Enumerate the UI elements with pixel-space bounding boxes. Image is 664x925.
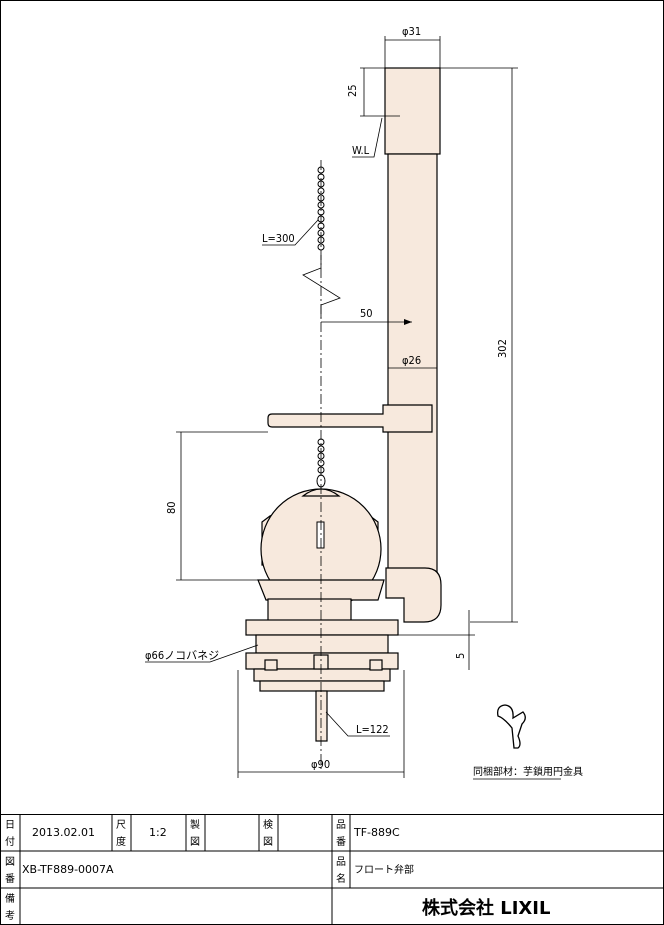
accessory-note: 同梱部材：芋鎖用円金具: [473, 765, 583, 778]
company-logo: 株式会社 LIXIL: [422, 897, 550, 919]
dim-chain-length: L=300: [262, 232, 295, 245]
dim-float-height: 80: [165, 501, 178, 514]
scale-value: 1:2: [149, 826, 167, 839]
chain-break: [302, 255, 341, 318]
drawing-no-label-2: 番: [5, 873, 15, 885]
title-block: [0, 814, 664, 925]
dim-pipe-top-diameter: φ31: [402, 25, 421, 38]
dim-top-height: 25: [346, 84, 359, 97]
scale-label: 尺: [116, 819, 126, 831]
clip-icon: [497, 704, 526, 749]
product-no-label-2: 番: [336, 836, 346, 848]
dim-gap: 5: [454, 653, 467, 659]
lever-arm: [267, 404, 433, 433]
drawing-no-label: 図: [5, 856, 15, 868]
chain-upper: [317, 166, 325, 251]
date-label: 日: [5, 820, 15, 831]
drawing-no-value: XB-TF889-0007A: [22, 863, 114, 876]
dim-pipe-diameter: φ26: [402, 354, 421, 367]
remarks-label: 備: [5, 892, 15, 905]
overflow-pipe: [384, 67, 442, 623]
product-no-value: TF-889C: [353, 826, 400, 839]
drawn-label: 製: [190, 818, 200, 831]
product-name-value: フロート弁部: [354, 863, 414, 876]
dim-offset: 50: [360, 307, 373, 320]
drawn-label-2: 図: [190, 836, 200, 848]
checked-label-2: 図: [263, 836, 273, 848]
scale-label-2: 度: [116, 835, 126, 848]
dim-water-level: W.L: [352, 144, 370, 157]
date-label-2: 付: [5, 835, 15, 848]
dim-base-diameter: φ90: [311, 758, 330, 771]
product-no-label: 品: [336, 819, 346, 831]
dimension-lines: [145, 36, 518, 778]
float-valve: [245, 474, 399, 742]
dim-thread: φ66ノコバネジ: [145, 649, 219, 662]
checked-label: 検: [263, 818, 273, 831]
remarks-label-2: 考: [5, 910, 15, 922]
product-name-label: 品: [336, 856, 346, 868]
dim-rod-length: L=122: [356, 723, 389, 736]
product-name-label-2: 名: [336, 872, 346, 885]
date-value: 2013.02.01: [32, 826, 95, 839]
dim-overall-height: 302: [496, 339, 509, 358]
